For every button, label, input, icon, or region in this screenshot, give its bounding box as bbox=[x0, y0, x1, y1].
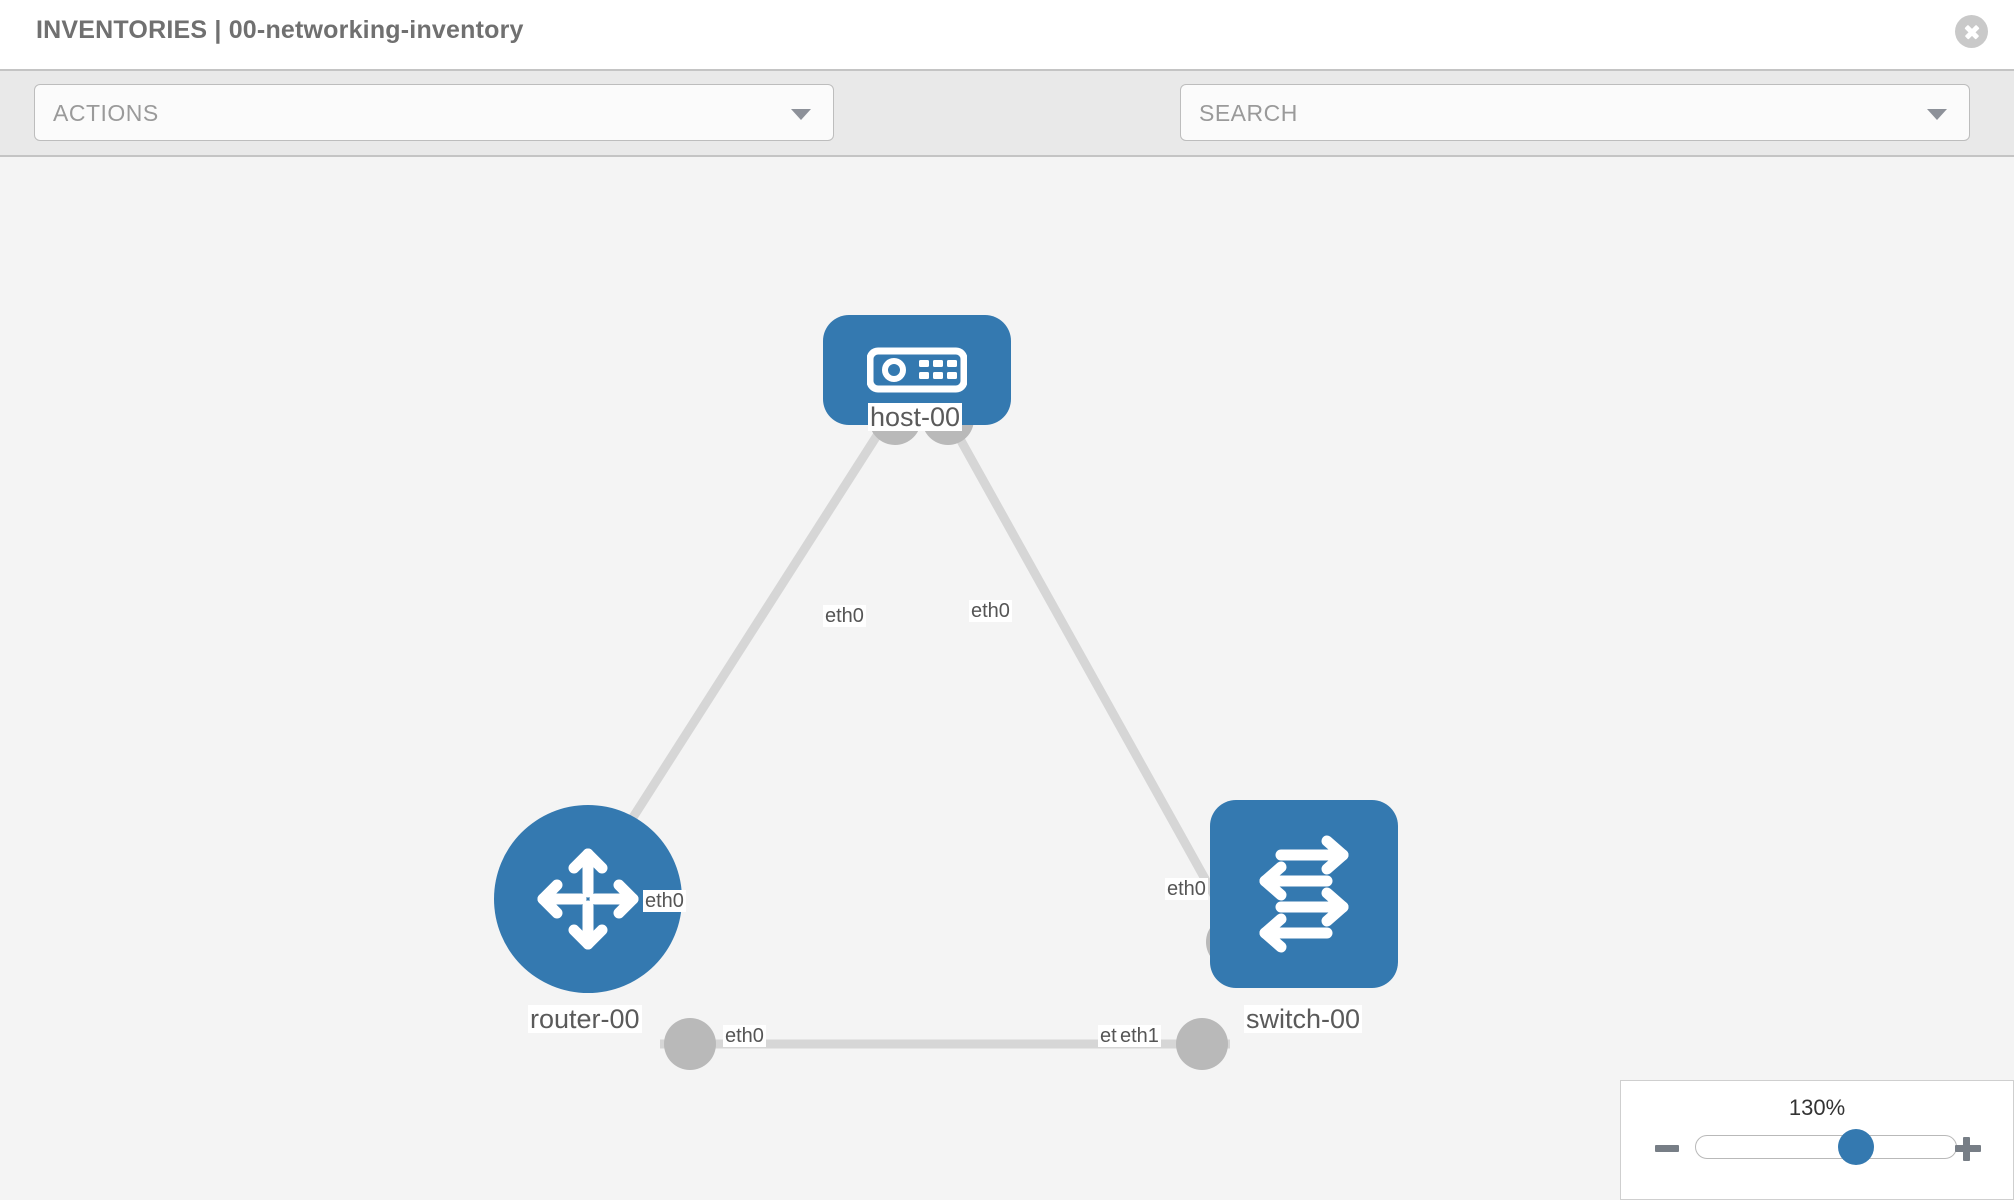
zoom-slider-thumb[interactable] bbox=[1838, 1129, 1874, 1165]
zoom-control-panel: 130% bbox=[1620, 1080, 2014, 1200]
port-label-router-right: eth0 bbox=[723, 1025, 766, 1047]
port-label-switch-up: eth0 bbox=[1165, 878, 1208, 900]
actions-dropdown-label: ACTIONS bbox=[53, 100, 159, 126]
switch-arrows-icon bbox=[1259, 835, 1349, 953]
search-placeholder: SEARCH bbox=[1199, 100, 1298, 126]
page-header: INVENTORIES | 00-networking-inventory bbox=[0, 0, 2014, 69]
switch-node-shape[interactable] bbox=[1210, 800, 1398, 988]
link-host-switch bbox=[941, 409, 1247, 950]
port-router-right bbox=[664, 1018, 716, 1070]
port-label-host-right: eth0 bbox=[969, 600, 1012, 622]
topology-canvas[interactable]: host-00 bbox=[0, 157, 2014, 1200]
node-label-router-00: router-00 bbox=[528, 1004, 642, 1034]
port-label-host-left: eth0 bbox=[823, 605, 866, 627]
port-label-switch-left-b: eth1 bbox=[1118, 1025, 1161, 1047]
port-switch-left bbox=[1176, 1018, 1228, 1070]
node-label-host-00: host-00 bbox=[868, 402, 963, 432]
topology-links-layer bbox=[596, 393, 1258, 1070]
actions-dropdown[interactable]: ACTIONS bbox=[34, 84, 834, 141]
server-icon bbox=[867, 347, 967, 393]
search-input[interactable]: SEARCH bbox=[1180, 84, 1970, 141]
zoom-out-button[interactable] bbox=[1653, 1133, 1683, 1163]
zoom-slider[interactable] bbox=[1695, 1129, 1957, 1165]
chevron-down-icon bbox=[791, 108, 811, 120]
chevron-down-icon bbox=[1927, 108, 1947, 120]
zoom-in-button[interactable] bbox=[1953, 1133, 1983, 1163]
zoom-level-label: 130% bbox=[1788, 1095, 1846, 1120]
node-label-switch-00: switch-00 bbox=[1244, 1004, 1363, 1034]
toolbar: ACTIONS SEARCH bbox=[0, 69, 2014, 200]
page-title: INVENTORIES | 00-networking-inventory bbox=[36, 16, 524, 44]
port-label-router-up: eth0 bbox=[643, 890, 686, 912]
link-host-router bbox=[596, 409, 896, 872]
router-arrows-icon bbox=[537, 848, 639, 950]
close-icon[interactable] bbox=[1955, 15, 1988, 48]
